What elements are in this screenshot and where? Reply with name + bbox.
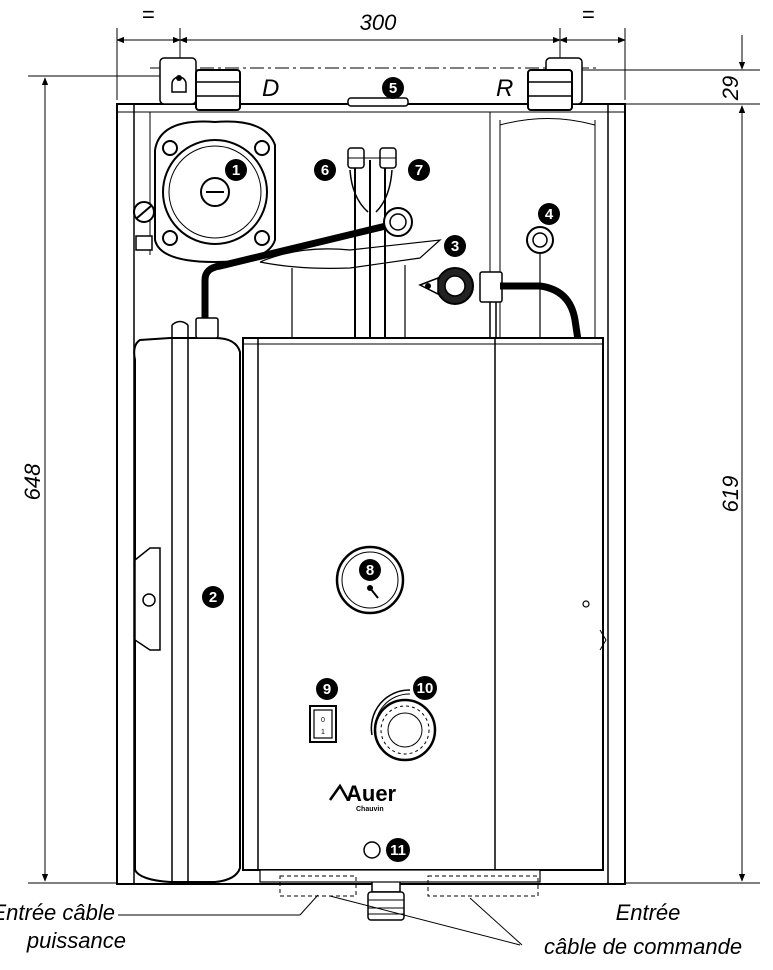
expansion-vessel [133, 320, 241, 883]
control-cable-caption-line1: Entrée [616, 900, 681, 925]
air-vent-fitting [383, 207, 413, 237]
power-switch[interactable]: 0 1 [309, 705, 337, 743]
badge-10: 10 [413, 676, 437, 700]
badge-3: 3 [444, 235, 466, 257]
width-300-label: 300 [360, 10, 397, 35]
svg-text:5: 5 [389, 80, 397, 97]
switch-mark-off: 0 [321, 717, 325, 724]
badge-6: 6 [314, 159, 336, 181]
power-cable-caption-line1: Entrée câble [0, 900, 115, 925]
control-cable-caption-line2: câble de commande [544, 934, 742, 959]
svg-text:2: 2 [209, 589, 217, 606]
indicator-light [363, 841, 381, 859]
return-label: R [496, 75, 513, 102]
control-cover [242, 337, 607, 871]
bottom-plate [259, 869, 541, 883]
svg-text:9: 9 [323, 681, 331, 698]
wall-mount-left [159, 57, 197, 105]
svg-text:4: 4 [545, 206, 554, 223]
brand-name: Auer [346, 781, 397, 806]
return-fitting [527, 69, 573, 111]
brand-logo: Auer Chauvin [328, 781, 397, 813]
tank-sides [291, 265, 406, 340]
height-619-label: 619 [718, 476, 743, 513]
switch-mark-on: 1 [321, 729, 325, 736]
badge-5: 5 [382, 77, 404, 99]
offset-29-label: 29 [718, 76, 743, 101]
svg-text:7: 7 [415, 162, 423, 179]
safety-valve [418, 267, 582, 341]
power-cable-knockout [279, 875, 357, 897]
badge-11: 11 [386, 838, 410, 862]
top-vent [347, 97, 409, 107]
control-cable-knockout [427, 875, 539, 897]
svg-text:11: 11 [390, 842, 406, 859]
circulator-pump [154, 120, 276, 264]
brand-subname: Chauvin [356, 806, 384, 813]
badge-8: 8 [359, 559, 381, 581]
height-648-label: 648 [20, 463, 45, 500]
power-cable-caption-line2: puissance [26, 928, 126, 953]
pressure-sensor [526, 226, 554, 340]
badge-7: 7 [408, 159, 430, 181]
pump-screw [133, 201, 155, 223]
central-pipework [347, 147, 397, 340]
departure-label: D [262, 75, 279, 102]
svg-text:8: 8 [366, 562, 374, 579]
svg-text:1: 1 [232, 162, 240, 179]
bracket-small [135, 235, 153, 251]
badge-1: 1 [225, 159, 247, 181]
badge-2: 2 [202, 586, 224, 608]
equal-right-label: = [582, 2, 595, 27]
svg-text:10: 10 [417, 680, 434, 697]
svg-text:6: 6 [321, 162, 329, 179]
departure-fitting [195, 69, 241, 111]
caption-leaders [118, 894, 523, 946]
thermostat-knob[interactable] [370, 689, 437, 762]
vessel-pipe [195, 221, 391, 339]
badge-4: 4 [538, 203, 560, 225]
svg-text:3: 3 [451, 238, 459, 255]
badge-9: 9 [316, 678, 338, 700]
vessel-top-curve [259, 239, 442, 269]
equal-left-label: = [142, 2, 155, 27]
